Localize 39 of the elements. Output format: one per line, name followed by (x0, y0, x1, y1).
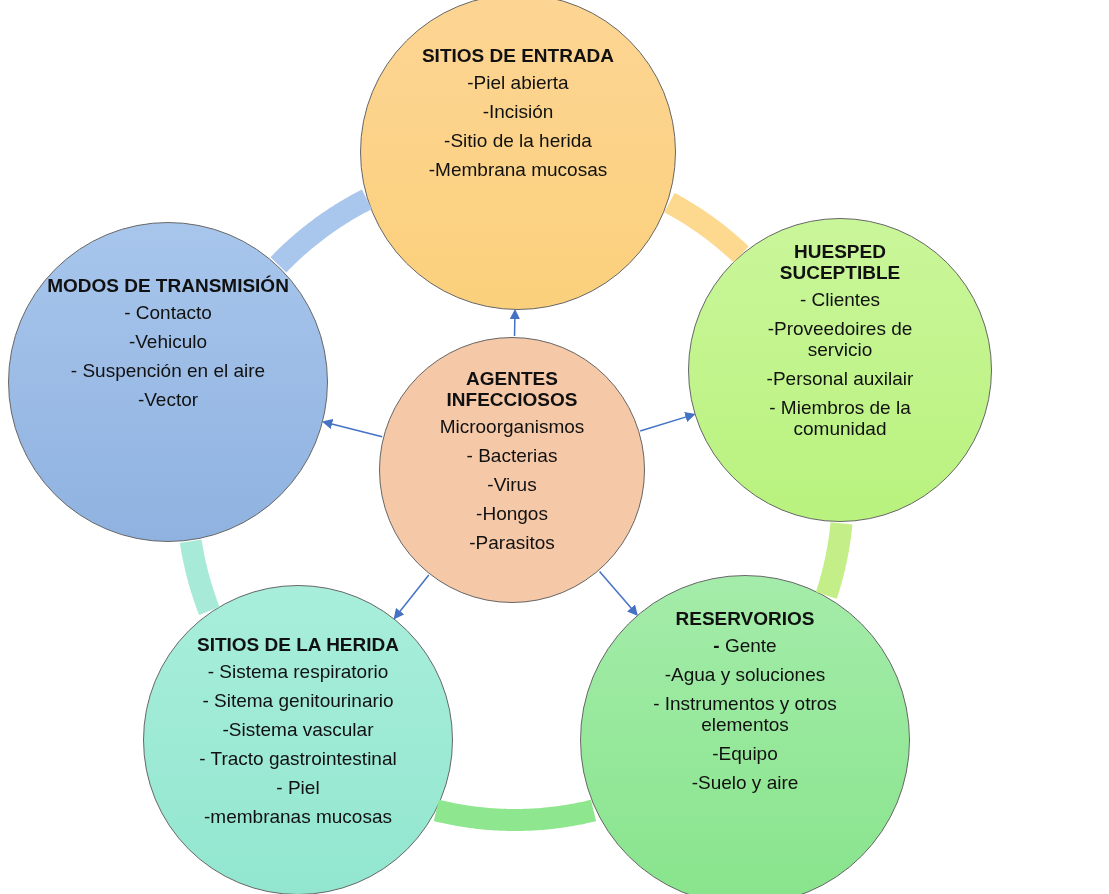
list-item: -Suelo y aire (691, 771, 799, 793)
node-heading: RESERVORIOS (675, 607, 815, 629)
node-heading: SITIOS DE LA HERIDA (197, 633, 399, 655)
arrow (393, 574, 430, 620)
list-item: - Contacto (124, 301, 212, 323)
list-item: - Instrumentos y otros elementos (652, 692, 838, 735)
list-item: - Suspención en el aire (70, 359, 266, 381)
list-item: - Piel (276, 776, 320, 798)
list-item: -Vehiculo (128, 330, 208, 352)
node-heading: AGENTES INFECCIOSOS (445, 367, 579, 410)
list-item: - Clientes (799, 289, 881, 310)
list-item: -Agua y soluciones (664, 663, 826, 685)
list-item: -Vector (137, 388, 199, 410)
list-item: - Miembros de la comunidad (768, 397, 912, 439)
list-item: -Sitio de la herida (444, 129, 592, 151)
arrow (509, 308, 521, 337)
list-item: -Parasitos (469, 531, 555, 553)
list-item: - Gente (713, 634, 777, 656)
list-item: -Equipo (712, 742, 778, 764)
list-item: - Sistema respiratorio (207, 660, 389, 682)
list-item: -Hongos (476, 502, 548, 524)
list-item: -Virus (487, 473, 537, 495)
arrow (639, 412, 696, 432)
list-item: -Membrana mucosas (428, 158, 608, 180)
list-item: Microorganismos (439, 415, 585, 437)
node-heading: HUESPED SUCEPTIBLE (778, 241, 902, 283)
node-heading: SITIOS DE ENTRADA (421, 44, 615, 66)
list-item: -Sistema vascular (222, 718, 374, 740)
list-item: -Piel abierta (467, 71, 569, 93)
list-item: -membranas mucosas (204, 805, 392, 827)
list-item: -Proveedoires de servicio (766, 318, 914, 360)
list-item: - Sitema genitourinario (202, 689, 394, 711)
list-item: -Personal auxilair (766, 368, 914, 389)
list-item: -Incisión (482, 100, 554, 122)
arrow (598, 570, 638, 616)
arrow (321, 418, 383, 438)
list-item: - Tracto gastrointestinal (199, 747, 397, 769)
list-item: - Bacterias (466, 444, 558, 466)
node-heading: MODOS DE TRANSMISIÓN (47, 274, 289, 296)
